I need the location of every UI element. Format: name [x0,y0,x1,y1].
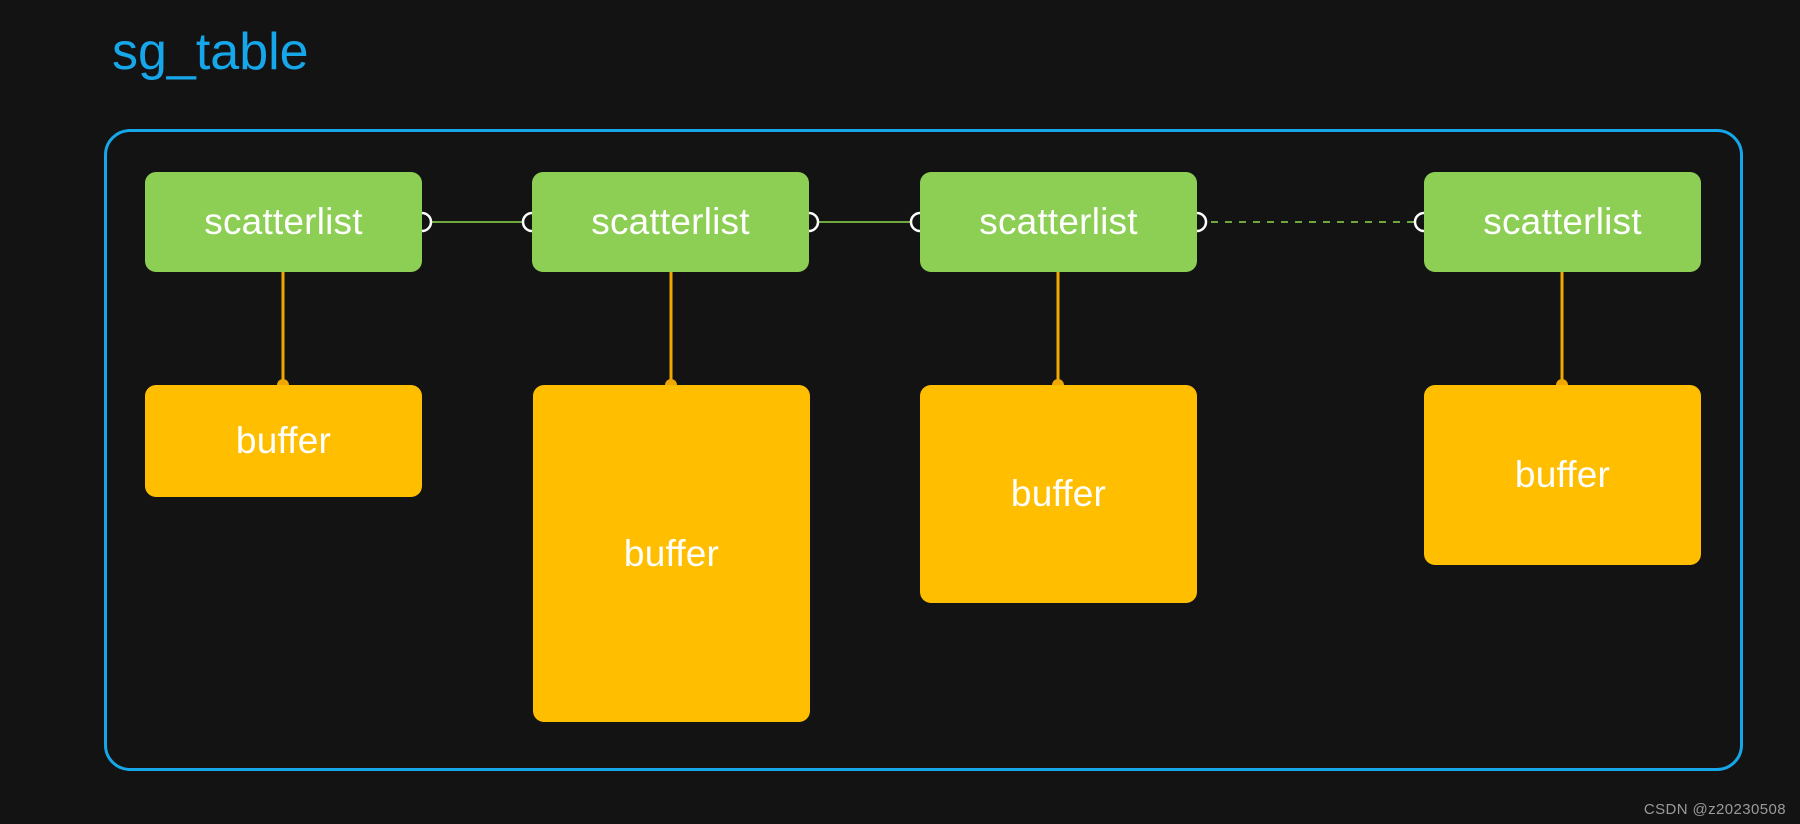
scatterlist-node-1[interactable]: scatterlist [532,172,809,272]
scatterlist-label: scatterlist [204,201,363,242]
page-title: sg_table [112,23,309,81]
buffer-node-2[interactable]: buffer [920,385,1197,603]
buffer-node-1[interactable]: buffer [533,385,810,722]
scatterlist-label: scatterlist [979,201,1138,242]
buffer-label: buffer [1010,473,1107,514]
scatterlist-label: scatterlist [1483,201,1642,242]
watermark: CSDN @z20230508 [1643,801,1786,818]
buffer-label: buffer [623,532,720,574]
buffer-label: buffer [1514,454,1611,495]
sg-table-container [104,129,1743,771]
scatterlist-node-3[interactable]: scatterlist [1424,172,1701,272]
scatterlist-label: scatterlist [591,201,750,242]
buffer-label: buffer [235,420,332,461]
scatterlist-node-2[interactable]: scatterlist [920,172,1197,272]
buffer-node-3[interactable]: buffer [1424,385,1701,565]
scatterlist-node-0[interactable]: scatterlist [145,172,422,272]
buffer-node-0[interactable]: buffer [145,385,422,497]
